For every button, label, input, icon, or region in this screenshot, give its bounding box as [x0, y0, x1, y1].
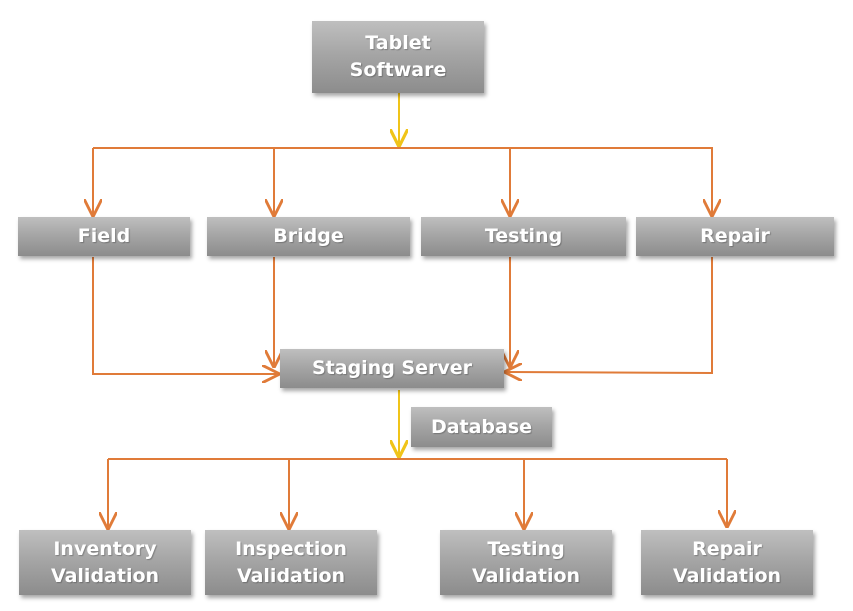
node-tablet-software-line1: Tablet	[365, 32, 431, 54]
node-staging-server: Staging Server	[280, 349, 504, 388]
node-repair-validation-line2: Validation	[672, 564, 782, 587]
node-testing-validation-line2: Validation	[471, 564, 581, 587]
node-field-label: Field	[77, 225, 131, 247]
node-inspection-validation: Inspection Validation	[205, 530, 377, 595]
node-testing-validation-line1: Testing	[487, 537, 565, 560]
connector-repair-to-staging	[506, 257, 713, 373]
node-bridge-label: Bridge	[273, 225, 344, 247]
node-repair: Repair	[636, 217, 834, 256]
node-bridge: Bridge	[207, 217, 410, 256]
node-tablet-software-line2: Software	[349, 59, 447, 81]
node-testing-label: Testing	[484, 225, 563, 247]
node-inspection-validation-line2: Validation	[236, 564, 346, 587]
node-inventory-validation: Inventory Validation	[19, 530, 191, 595]
node-database-label: Database	[430, 415, 533, 438]
node-testing: Testing	[421, 217, 626, 256]
node-inventory-validation-line1: Inventory	[53, 537, 157, 560]
node-inspection-validation-line1: Inspection	[235, 537, 347, 560]
node-tablet-software: Tablet Software	[312, 21, 484, 93]
node-inventory-validation-line2: Validation	[50, 564, 160, 587]
node-repair-validation-line1: Repair	[692, 537, 762, 560]
node-repair-label: Repair	[700, 225, 770, 247]
connector-field-to-staging	[92, 257, 278, 374]
node-database: Database	[411, 407, 552, 447]
node-repair-validation: Repair Validation	[641, 530, 813, 595]
node-testing-validation: Testing Validation	[440, 530, 612, 595]
node-staging-server-label: Staging Server	[311, 357, 473, 379]
node-field: Field	[18, 217, 190, 256]
